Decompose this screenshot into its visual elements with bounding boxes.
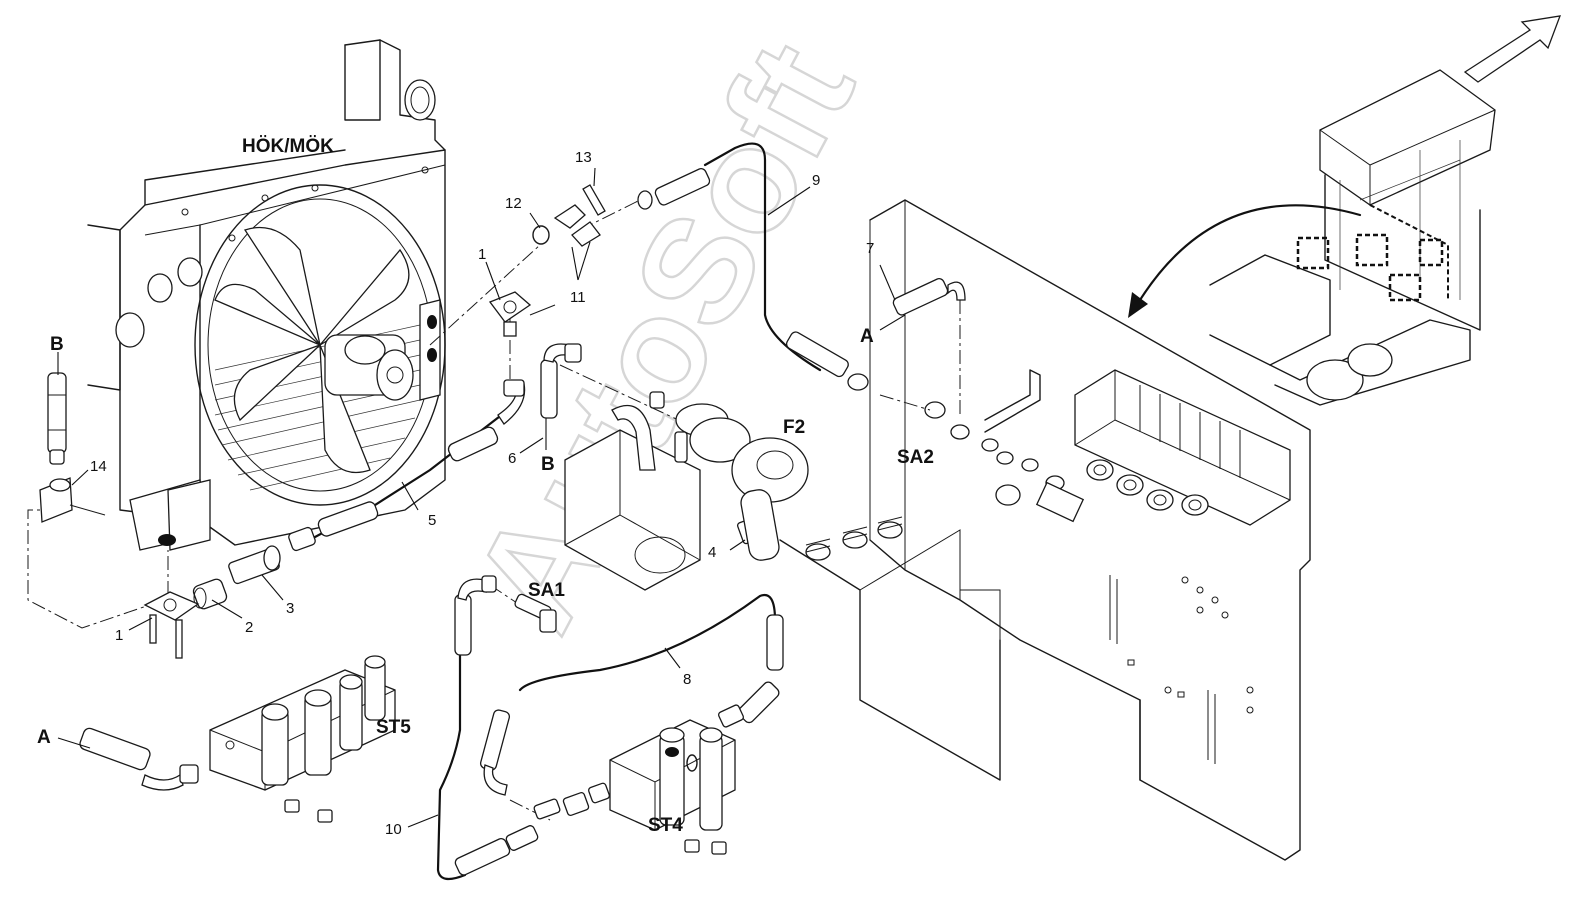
hose-9 — [703, 142, 822, 372]
bolt-13 — [582, 184, 606, 216]
clamp-11 — [553, 204, 601, 247]
callout-12: 12 — [505, 195, 522, 212]
alignment-lines — [27, 199, 961, 821]
callout-9: 9 — [812, 172, 820, 189]
label-sa1: SA1 — [528, 580, 565, 601]
st4-fittings — [533, 704, 745, 820]
label-b-left: B — [50, 334, 64, 355]
callout-3: 3 — [286, 600, 294, 617]
curved-arrow — [1138, 204, 1362, 302]
callout-4: 4 — [708, 544, 716, 561]
valve-bank-connectors — [1086, 459, 1209, 516]
label-st4: ST4 — [648, 815, 683, 836]
fitting-3 — [228, 545, 281, 585]
fan-motor — [324, 334, 414, 401]
label-sa2: SA2 — [897, 447, 934, 468]
machine-frame — [779, 199, 1311, 861]
st5-solenoids — [261, 655, 386, 823]
hose-10 — [436, 648, 467, 881]
sa2-fittings — [924, 369, 1085, 523]
assembly-labels: HÖK/MÖK F2 SA1 SA2 ST4 ST5 A A B B — [37, 136, 934, 836]
label-hok-mok: HÖK/MÖK — [242, 136, 334, 157]
hose-8 — [518, 593, 777, 692]
callout-2: 2 — [245, 619, 253, 636]
callout-6: 6 — [508, 450, 516, 467]
view-direction-arrow — [1463, 15, 1562, 83]
callout-10: 10 — [385, 821, 402, 838]
label-f2: F2 — [783, 417, 805, 438]
callout-13: 13 — [575, 149, 592, 166]
label-a-bottom: A — [37, 727, 51, 748]
hose-fittings — [39, 168, 966, 876]
callout-5: 5 — [428, 512, 436, 529]
fitting-2 — [192, 578, 228, 610]
highlight-boxes — [1296, 204, 1449, 302]
cooler-assembly — [87, 39, 446, 551]
valve-block-st5 — [209, 655, 396, 823]
callout-1-bottom: 1 — [115, 627, 123, 644]
callout-11: 11 — [570, 289, 586, 306]
callout-numbers: 1 1 2 3 4 5 6 7 8 9 10 11 12 13 14 — [90, 149, 874, 838]
callout-8: 8 — [683, 671, 691, 688]
springs — [805, 516, 903, 561]
callout-1-top: 1 — [478, 246, 486, 263]
callout-14: 14 — [90, 458, 107, 475]
leader-lines — [57, 167, 906, 828]
sa1-fitting — [514, 593, 557, 633]
label-b-mid: B — [541, 454, 555, 475]
filter-f2 — [564, 391, 809, 591]
label-st5: ST5 — [376, 717, 411, 738]
o-ring-12 — [532, 225, 550, 245]
label-a-top: A — [860, 326, 874, 347]
callout-7: 7 — [866, 240, 874, 257]
overview-machine — [1128, 15, 1562, 406]
fan-blades — [214, 226, 410, 474]
flange-1-bottom — [143, 591, 200, 659]
valve-block-st4 — [609, 719, 736, 855]
